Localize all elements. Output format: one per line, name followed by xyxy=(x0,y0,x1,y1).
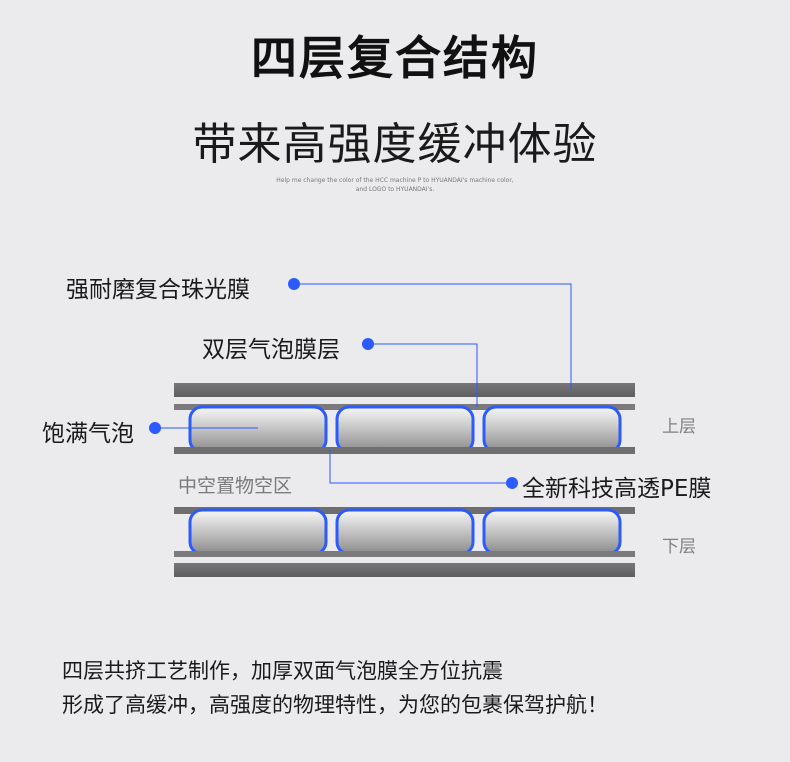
upper-top-pearl-film-bar xyxy=(174,383,635,397)
leader-dot-pe-film xyxy=(506,477,518,489)
note-line-2: and LOGO to HYUANDAI's. xyxy=(355,186,435,193)
description-line-1: 四层共挤工艺制作，加厚双面气泡膜全方位抗震 xyxy=(62,659,503,683)
leader-dot-double-bubble xyxy=(362,338,374,350)
upper-bubble-2 xyxy=(335,405,475,454)
leader-line-double-bubble xyxy=(368,343,478,407)
lower-bubble-3 xyxy=(482,508,622,556)
upper-bubble-1 xyxy=(188,405,328,454)
upper-bubble-3 xyxy=(482,405,622,454)
label-pearl-film: 强耐磨复合珠光膜 xyxy=(66,277,250,303)
description-line-2: 形成了高缓冲，高强度的物理特性，为您的包裹保驾护航！ xyxy=(62,693,608,717)
page-subtitle: 带来高强度缓冲体验 xyxy=(192,119,598,170)
lower-bubble-2 xyxy=(335,508,475,556)
leader-dot-pearl-film xyxy=(288,278,300,290)
page-title: 四层复合结构 xyxy=(251,31,539,85)
label-upper-layer: 上层 xyxy=(662,417,696,437)
label-pe-film: 全新科技高透PE膜 xyxy=(522,476,712,502)
upper-base-pe-film-bar xyxy=(174,447,635,454)
leader-dot-full-bubble xyxy=(149,422,161,434)
lower-bottom-pearl-film-bar xyxy=(174,563,635,577)
description: 四层共挤工艺制作，加厚双面气泡膜全方位抗震 形成了高缓冲，高强度的物理特性，为您… xyxy=(62,654,608,722)
note-line-1: Help me change the color of the HCC mach… xyxy=(276,177,514,184)
label-full-bubble: 饱满气泡 xyxy=(42,421,134,447)
lower-thin-film-bar xyxy=(174,551,635,557)
lower-bubble-1 xyxy=(188,508,328,556)
fine-print-note: Help me change the color of the HCC mach… xyxy=(0,176,790,194)
label-hollow-zone: 中空置物空区 xyxy=(178,475,293,497)
label-lower-layer: 下层 xyxy=(662,537,696,557)
leader-line-pe-film xyxy=(329,450,512,484)
label-double-bubble: 双层气泡膜层 xyxy=(202,337,340,363)
leader-line-pearl-film xyxy=(294,283,572,390)
